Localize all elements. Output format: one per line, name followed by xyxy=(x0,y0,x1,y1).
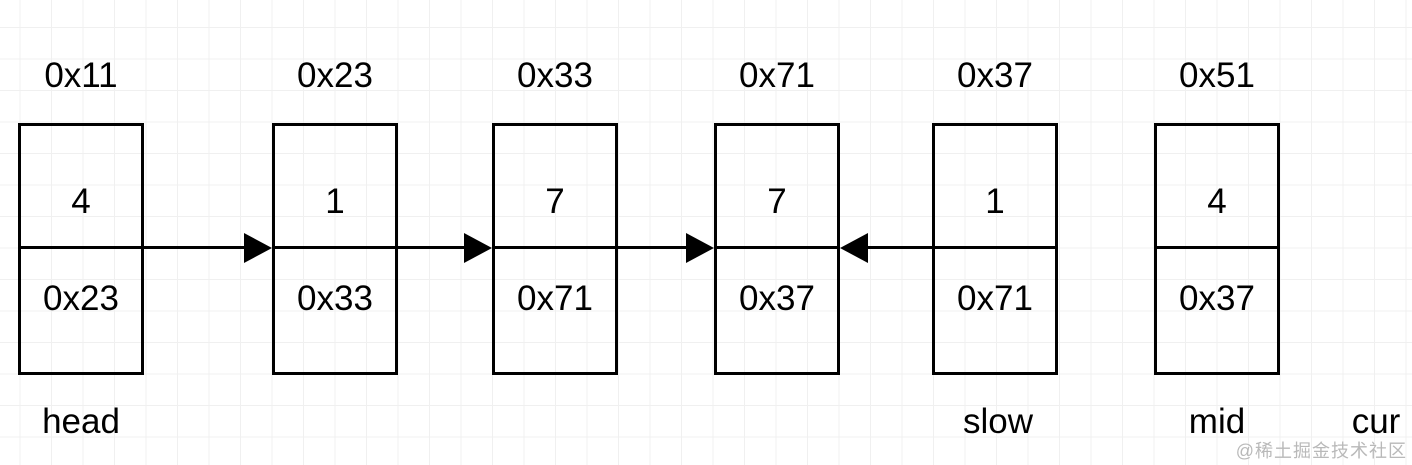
node-0x11: 0x11 4 0x23 xyxy=(18,55,144,375)
node-box: 1 0x71 xyxy=(932,123,1058,375)
node-0x51: 0x51 4 0x37 xyxy=(1154,55,1280,375)
node-value: 4 xyxy=(21,126,141,249)
node-next-pointer: 0x37 xyxy=(739,278,815,318)
node-0x37: 0x37 1 0x71 xyxy=(932,55,1058,375)
node-next-pointer: 0x71 xyxy=(517,278,593,318)
node-box: 4 0x37 xyxy=(1154,123,1280,375)
node-next-pointer: 0x23 xyxy=(43,278,119,318)
node-address: 0x51 xyxy=(1179,56,1255,95)
pointer-label-head: head xyxy=(42,402,120,441)
node-0x33: 0x33 7 0x71 xyxy=(492,55,618,375)
juejin-watermark: @稀土掘金技术社区 xyxy=(1235,441,1407,461)
pointer-label-mid: mid xyxy=(1188,402,1246,441)
node-address: 0x33 xyxy=(517,56,593,95)
node-address: 0x23 xyxy=(297,56,373,95)
node-next-pointer: 0x33 xyxy=(297,278,373,318)
node-value: 1 xyxy=(935,126,1055,249)
node-value: 1 xyxy=(275,126,395,249)
node-box: 7 0x37 xyxy=(714,123,840,375)
node-box: 4 0x23 xyxy=(18,123,144,375)
arrow-line-0x37-to-0x71 xyxy=(866,246,932,249)
node-next-pointer: 0x37 xyxy=(1179,278,1255,318)
arrow-head-right-icon xyxy=(464,233,492,263)
arrow-head-right-icon xyxy=(244,233,272,263)
node-address: 0x71 xyxy=(739,56,815,95)
arrow-head-left-icon xyxy=(840,233,868,263)
node-0x71: 0x71 7 0x37 xyxy=(714,55,840,375)
arrow-line-0x23-to-0x33 xyxy=(398,246,470,249)
node-next-pointer: 0x71 xyxy=(957,278,1033,318)
pointer-label-cur: cur xyxy=(1351,402,1401,441)
arrow-line-0x11-to-0x23 xyxy=(144,246,250,249)
arrow-line-0x33-to-0x71 xyxy=(618,246,692,249)
node-value: 7 xyxy=(495,126,615,249)
node-0x23: 0x23 1 0x33 xyxy=(272,55,398,375)
node-value: 7 xyxy=(717,126,837,249)
node-value: 4 xyxy=(1157,126,1277,249)
node-address: 0x11 xyxy=(44,56,118,95)
node-address: 0x37 xyxy=(957,56,1033,95)
arrow-head-right-icon xyxy=(686,233,714,263)
pointer-label-slow: slow xyxy=(962,402,1034,441)
node-box: 7 0x71 xyxy=(492,123,618,375)
node-box: 1 0x33 xyxy=(272,123,398,375)
